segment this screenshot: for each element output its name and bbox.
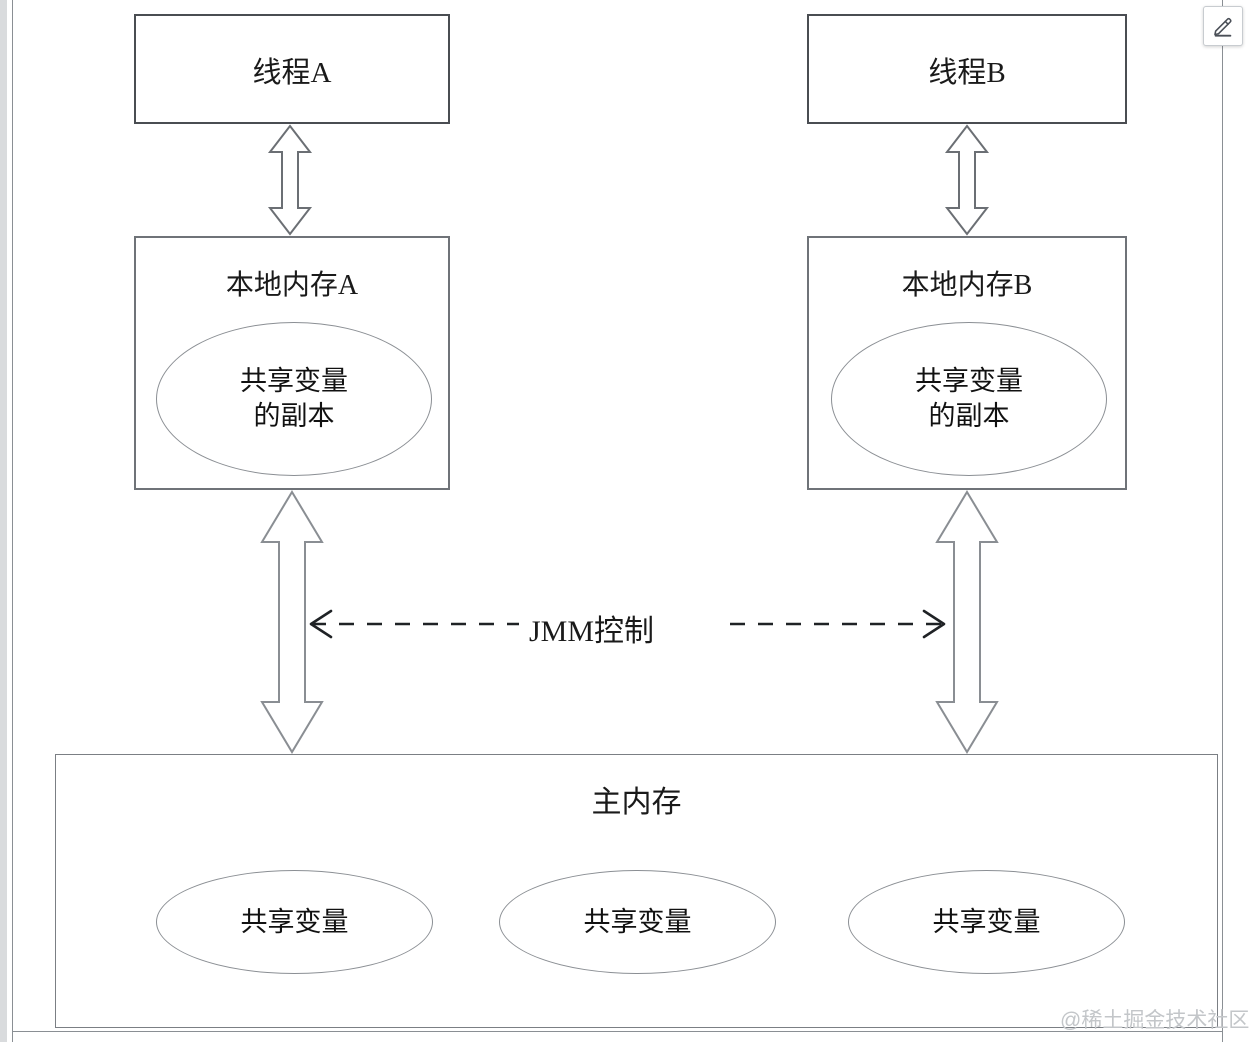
local-memory-a-label: 本地内存A xyxy=(225,270,359,301)
thread-a-box: 线程A xyxy=(134,14,450,124)
variable-line-2: 的副本 xyxy=(928,401,1010,431)
variable-line-1: 共享变量 xyxy=(240,366,348,397)
local-memory-a-variable-text: 共享变量 的副本 xyxy=(240,364,348,433)
main-memory-label: 主内存 xyxy=(591,786,682,819)
local-memory-a-box: 本地内存A 共享变量 的副本 xyxy=(134,236,450,490)
page-rule-left xyxy=(12,0,13,1042)
edit-button[interactable] xyxy=(1203,6,1243,46)
main-memory-box: 主内存 共享变量 共享变量 共享变量 xyxy=(55,754,1218,1028)
local-memory-b-box: 本地内存B 共享变量 的副本 xyxy=(807,236,1127,490)
page-edge-shadow xyxy=(0,0,7,1042)
thread-a-label: 线程A xyxy=(252,57,332,89)
main-memory-variable-text-1: 共享变量 xyxy=(240,906,349,937)
variable-line-2: 的副本 xyxy=(253,401,335,431)
variable-line-1: 共享变量 xyxy=(915,366,1023,397)
thread-b-box: 线程B xyxy=(807,14,1127,124)
main-memory-variable-ellipse-2: 共享变量 xyxy=(499,870,776,974)
jmm-control-label: JMM控制 xyxy=(519,606,665,650)
watermark-text: @稀土掘金技术社区 xyxy=(1060,1009,1250,1032)
arrow-thread-b-to-local-b xyxy=(944,124,990,236)
arrow-local-b-to-main-memory xyxy=(935,490,999,754)
page-rule-right xyxy=(1222,0,1223,1042)
thread-b-label: 线程B xyxy=(928,57,1006,89)
main-memory-variable-ellipse-1: 共享变量 xyxy=(156,870,433,974)
jmm-control-dashed-connector xyxy=(309,609,946,639)
local-memory-b-label: 本地内存B xyxy=(901,270,1033,301)
main-memory-variable-text-2: 共享变量 xyxy=(583,906,692,937)
page-rule-bottom xyxy=(12,1031,1223,1032)
arrow-local-a-to-main-memory xyxy=(260,490,324,754)
main-memory-variable-text-3: 共享变量 xyxy=(932,906,1041,937)
arrow-thread-a-to-local-a xyxy=(267,124,313,236)
local-memory-b-variable-ellipse: 共享变量 的副本 xyxy=(831,322,1107,476)
main-memory-variable-ellipse-3: 共享变量 xyxy=(848,870,1125,974)
local-memory-b-variable-text: 共享变量 的副本 xyxy=(915,364,1023,433)
local-memory-a-variable-ellipse: 共享变量 的副本 xyxy=(156,322,432,476)
pencil-icon xyxy=(1212,15,1234,37)
